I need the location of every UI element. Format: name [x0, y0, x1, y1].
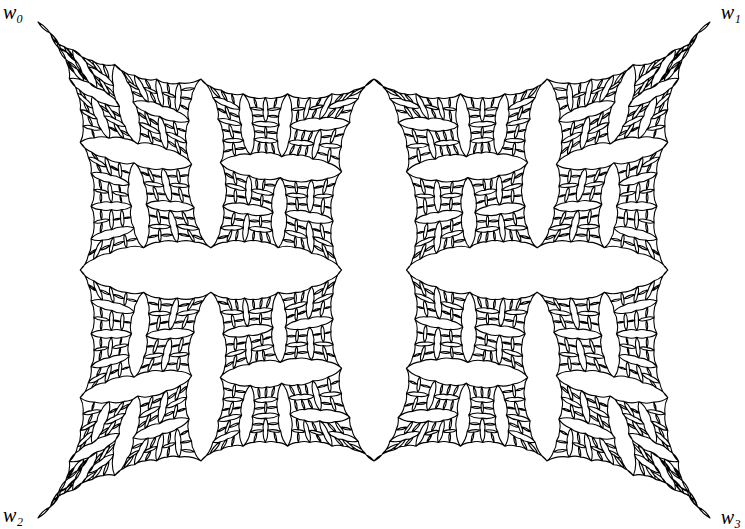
fractal-cells	[38, 22, 710, 518]
corner-label: w₁	[721, 2, 741, 22]
corner-label: w₀	[3, 2, 23, 22]
corner-label: w₃	[721, 507, 741, 527]
corner-label: w₂	[3, 505, 23, 525]
